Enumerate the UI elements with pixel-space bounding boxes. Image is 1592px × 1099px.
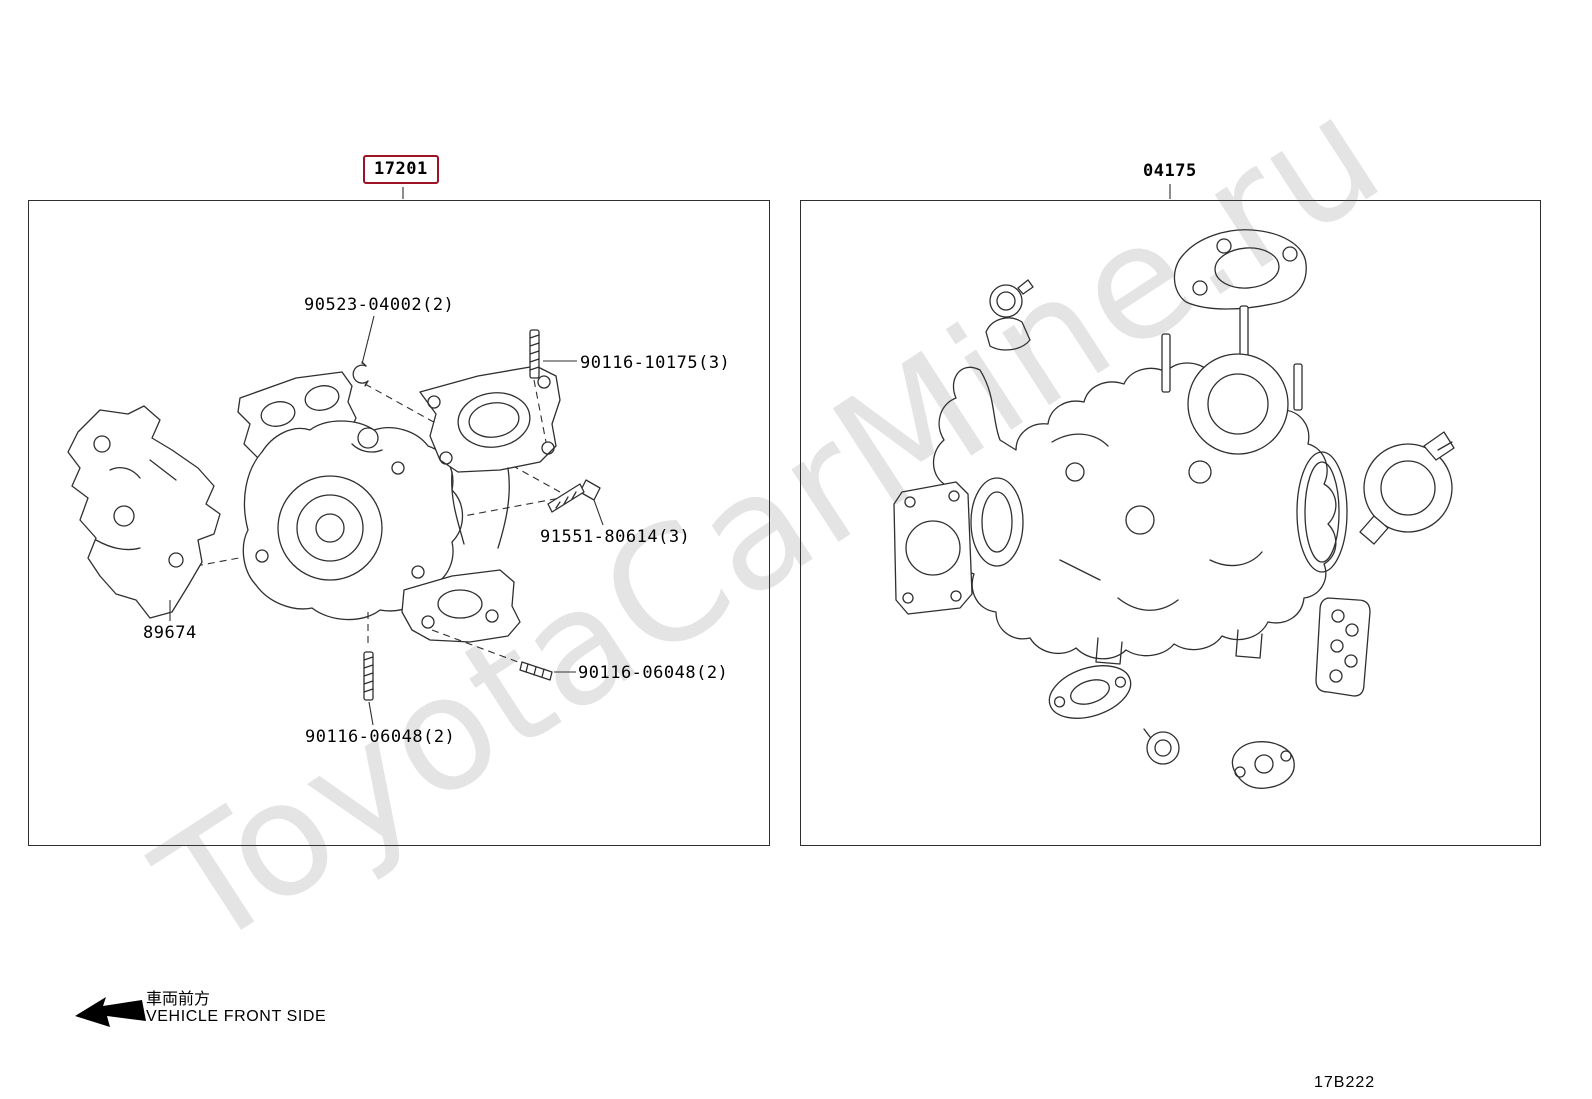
panel-gasket-kit bbox=[800, 200, 1541, 846]
gasket-kit-drawing bbox=[893, 229, 1455, 789]
retainer-clip-drawing bbox=[352, 361, 369, 387]
callout-stud-right[interactable]: 90116-06048(2) bbox=[578, 663, 729, 683]
stud-upper-drawing bbox=[529, 329, 540, 379]
vehicle-front-label-jp: 車両前方 bbox=[146, 989, 211, 1008]
panel-turbocharger bbox=[28, 200, 770, 846]
vehicle-front-label-en: VEHICLE FRONT SIDE bbox=[146, 1008, 327, 1025]
turbocharger-drawing bbox=[67, 315, 604, 726]
callout-retainer-clip[interactable]: 90523-04002(2) bbox=[304, 295, 455, 315]
stud-lower-drawing bbox=[363, 651, 374, 701]
code-tick-lines bbox=[402, 184, 1171, 199]
drawing-code: 17B222 bbox=[1314, 1074, 1376, 1091]
stud-right-drawing bbox=[519, 661, 553, 681]
callout-stud-upper[interactable]: 90116-10175(3) bbox=[580, 353, 731, 373]
assembly-code-04175[interactable]: 04175 bbox=[1143, 161, 1197, 181]
callout-stud-lower[interactable]: 90116-06048(2) bbox=[305, 727, 456, 747]
callout-bracket[interactable]: 89674 bbox=[143, 623, 197, 643]
assembly-code-17201[interactable]: 17201 bbox=[363, 155, 439, 184]
bolt-drawing bbox=[547, 479, 601, 513]
leader-lines bbox=[169, 315, 604, 726]
vehicle-front-arrow-icon bbox=[75, 997, 146, 1027]
callout-bolt[interactable]: 91551-80614(3) bbox=[540, 527, 691, 547]
